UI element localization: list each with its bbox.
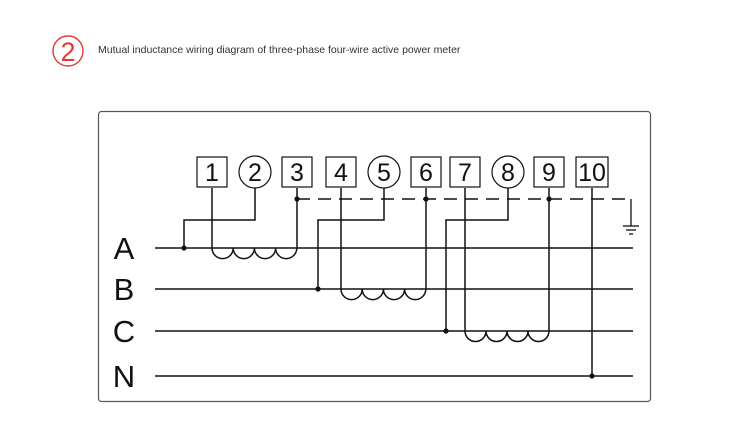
terminal-3: 3 — [281, 156, 313, 188]
ground-icon — [623, 199, 639, 235]
terminal-label: 3 — [290, 159, 304, 187]
phase-label-n: N — [113, 359, 135, 394]
terminal-label: 4 — [334, 159, 348, 187]
phase-labels: A B C N — [113, 231, 135, 394]
terminal-10: 10 — [575, 156, 609, 188]
step-number: 2 — [60, 37, 75, 67]
terminal-4: 4 — [325, 156, 357, 188]
terminal-label: 10 — [578, 159, 606, 187]
step-number-badge: 2 — [52, 35, 84, 67]
terminal-label: 8 — [501, 159, 515, 187]
element-c-wiring — [445, 188, 550, 343]
phase-label-b: B — [114, 272, 135, 307]
coil-c — [464, 330, 550, 343]
terminal-5: 5 — [367, 155, 401, 189]
coil-a — [211, 247, 298, 260]
terminal-label: 2 — [248, 159, 262, 187]
terminal-8: 8 — [491, 155, 525, 189]
terminal-label: 6 — [419, 159, 433, 187]
diagram-frame — [97, 110, 652, 403]
diagram-heading: 2 Mutual inductance wiring diagram of th… — [52, 34, 732, 68]
phase-label-a: A — [114, 231, 135, 266]
terminal-label: 1 — [205, 159, 219, 187]
coil-b — [340, 288, 427, 301]
phase-label-c: C — [113, 314, 135, 349]
terminal-6: 6 — [410, 156, 442, 188]
terminal-7: 7 — [449, 156, 481, 188]
terminal-label: 9 — [542, 159, 556, 187]
terminal-2: 2 — [238, 155, 272, 189]
terminal-label: 7 — [458, 159, 472, 187]
page-title: Mutual inductance wiring diagram of thre… — [98, 44, 461, 56]
terminal-label: 5 — [377, 159, 391, 187]
element-b-wiring — [317, 188, 427, 301]
terminal-9: 9 — [533, 156, 565, 188]
junction-dots — [181, 196, 595, 379]
terminal-1: 1 — [196, 156, 228, 188]
